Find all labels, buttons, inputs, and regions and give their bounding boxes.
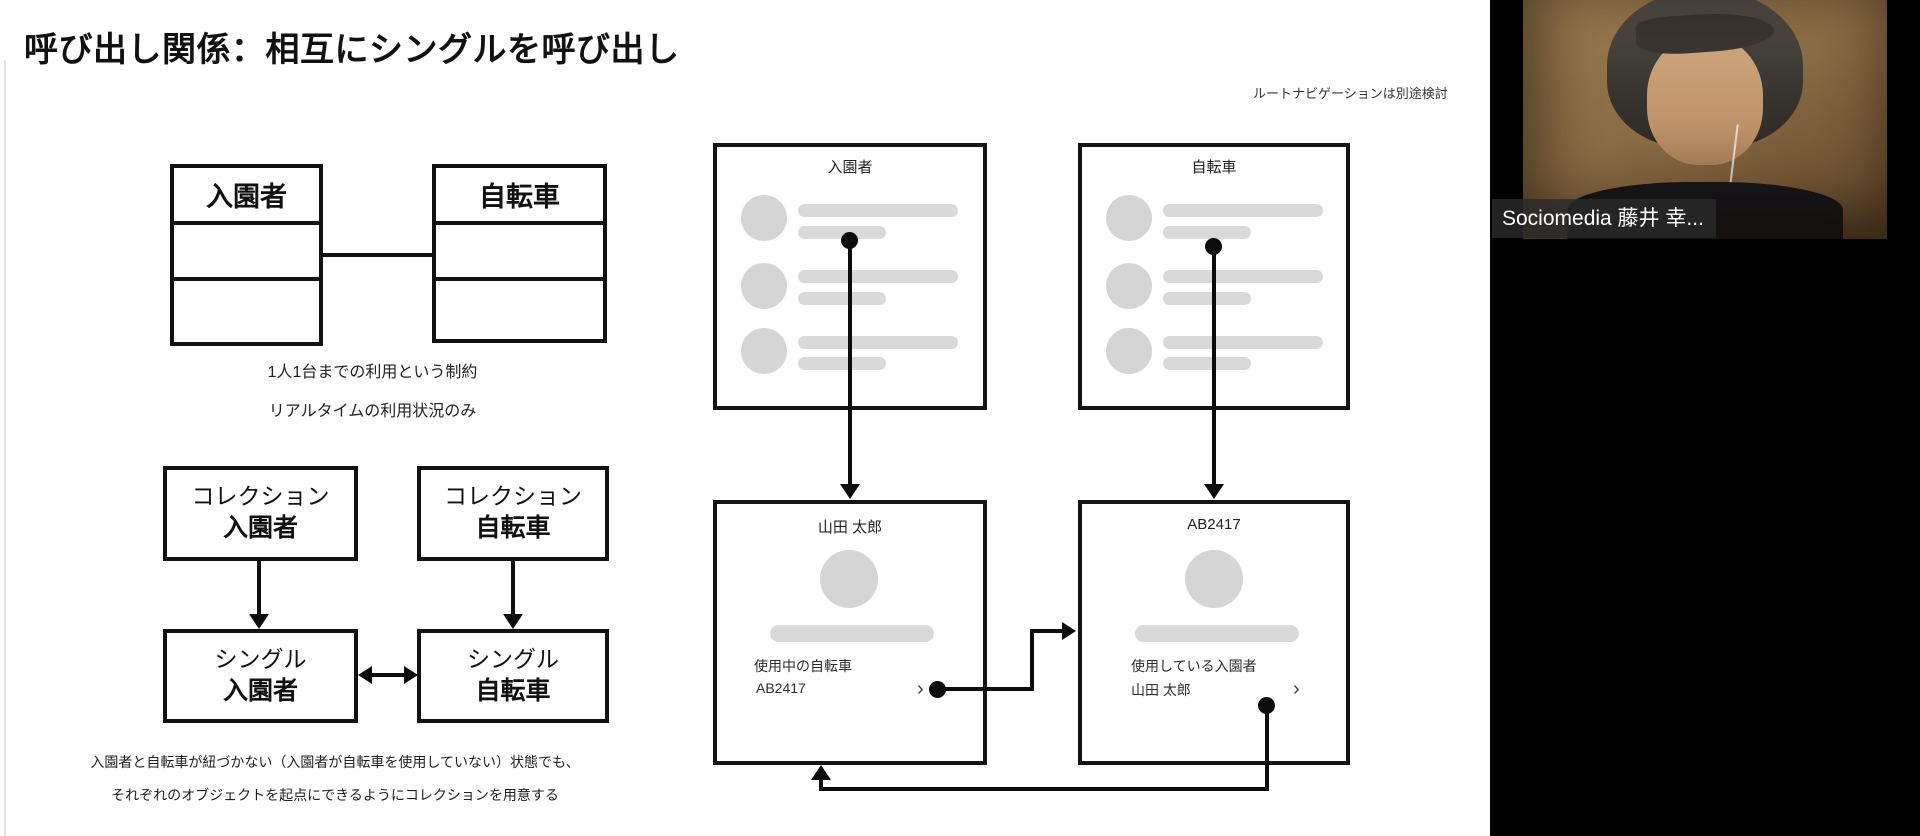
box-single-visitor: シングル 入園者 <box>163 629 358 723</box>
text-bar-placeholder <box>798 336 958 349</box>
field-value: AB2417 <box>756 680 806 696</box>
mockup-visitor-list-title: 入園者 <box>827 159 873 176</box>
chevron-right-icon: › <box>1293 678 1300 700</box>
entity-box-bike-title: 自転車 <box>436 168 603 225</box>
field-value: 山田 太郎 <box>1131 682 1191 698</box>
entity-box-bike: 自転車 <box>432 164 607 343</box>
text-bar-placeholder <box>798 292 886 305</box>
person-face <box>1646 35 1764 165</box>
mockup-visitor-detail: 山田 太郎 使用中の自転車 AB2417 › <box>713 500 987 765</box>
arrow-collection-visitor-line <box>257 561 261 616</box>
avatar-placeholder <box>741 195 787 241</box>
box-label-bold: 入園者 <box>222 676 298 705</box>
avatar-placeholder <box>741 328 787 374</box>
text-bar-placeholder <box>1163 270 1323 283</box>
text-bar-placeholder <box>770 625 934 642</box>
avatar-placeholder <box>1185 550 1243 608</box>
arrowhead-down-icon <box>840 484 860 499</box>
text-bar-placeholder <box>1163 292 1251 305</box>
shared-slide: 呼び出し関係：相互にシングルを呼び出し ルートナビゲーションは別途検討 入園者 … <box>4 31 1448 836</box>
flow-caption-2: それぞれのオブジェクトを起点にできるようにコレクションを用意する <box>111 787 559 803</box>
arrowhead-right-icon <box>1062 622 1076 640</box>
box-label: シングル <box>467 645 559 672</box>
field-label: 使用中の自転車 <box>754 658 852 674</box>
arrow-collection-bike-line <box>511 561 515 616</box>
box-label: コレクション <box>444 483 582 510</box>
connector-visitor-list-to-detail <box>848 240 852 486</box>
flow-caption-1: 入園者と自転車が紐づかない（入園者が自転車を使用していない）状態でも、 <box>90 754 580 770</box>
avatar-placeholder <box>741 263 787 309</box>
connector-bike-to-visitor-seg3 <box>819 779 823 789</box>
box-label-bold: 入園者 <box>222 514 298 543</box>
box-label-bold: 自転車 <box>475 676 551 705</box>
flow-captions: 入園者と自転車が紐づかない（入園者が自転車を使用していない）状態でも、 それぞれ… <box>10 752 660 818</box>
chevron-right-icon: › <box>917 678 924 700</box>
entity-caption-2: リアルタイムの利用状況のみ <box>268 403 477 420</box>
avatar-placeholder <box>820 550 878 608</box>
text-bar-placeholder <box>798 226 886 239</box>
slide-title: 呼び出し関係：相互にシングルを呼び出し <box>24 31 680 69</box>
mockup-bike-detail: AB2417 使用している入園者 山田 太郎 › <box>1078 500 1350 765</box>
avatar-placeholder <box>1106 263 1152 309</box>
text-bar-placeholder <box>798 357 886 370</box>
entity-captions: 1人1台までの利用という制約 リアルタイムの利用状況のみ <box>170 358 575 436</box>
entity-box-visitor: 入園者 <box>170 164 323 346</box>
box-label: シングル <box>214 645 307 672</box>
text-bar-placeholder <box>1163 357 1251 370</box>
arrowhead-left-icon <box>358 666 372 684</box>
box-label: コレクション <box>191 483 330 510</box>
arrowhead-down-icon <box>1204 484 1224 499</box>
entity-box-visitor-title: 入園者 <box>174 168 319 225</box>
person-hair-fringe <box>1634 9 1776 58</box>
mockup-bike-list-title: 自転車 <box>1191 159 1237 176</box>
webcam-panel: Sociomedia 藤井 幸... <box>1490 0 1920 836</box>
connector-bike-list-to-detail <box>1212 246 1216 486</box>
text-bar-placeholder <box>798 204 958 217</box>
connector-visitor-to-bike-seg1 <box>937 687 1034 691</box>
mockup-bike-detail-title: AB2417 <box>1187 516 1241 533</box>
entity-caption-1: 1人1台までの利用という制約 <box>267 364 478 381</box>
entity-relation-line <box>321 253 434 257</box>
text-bar-placeholder <box>798 270 958 283</box>
box-collection-visitor: コレクション 入園者 <box>163 466 358 561</box>
field-label: 使用している入園者 <box>1131 658 1257 674</box>
connector-visitor-to-bike-seg2 <box>1030 629 1034 691</box>
arrowhead-up-icon <box>811 765 831 780</box>
text-bar-placeholder <box>1163 226 1251 239</box>
connector-visitor-to-bike-seg3 <box>1030 629 1064 633</box>
connector-bike-to-visitor-seg1 <box>1265 705 1269 791</box>
text-bar-placeholder <box>1163 336 1323 349</box>
text-bar-placeholder <box>1163 204 1323 217</box>
arrowhead-right-icon <box>404 666 418 684</box>
avatar-placeholder <box>1106 328 1152 374</box>
box-label-bold: 自転車 <box>475 514 551 543</box>
person-hair <box>1606 0 1804 149</box>
slide-edge-line <box>4 60 6 836</box>
arrowhead-down-icon <box>249 614 269 629</box>
earphone-wire <box>1723 124 1740 234</box>
mockup-visitor-detail-title: 山田 太郎 <box>817 519 883 536</box>
entity-row-divider <box>436 225 603 281</box>
entity-row-divider <box>174 225 319 281</box>
participant-name-label: Sociomedia 藤井 幸... <box>1492 199 1716 238</box>
double-arrow-line <box>369 673 407 677</box>
text-bar-placeholder <box>1135 625 1299 642</box>
box-single-bike: シングル 自転車 <box>417 629 609 723</box>
avatar-placeholder <box>1106 195 1152 241</box>
arrowhead-down-icon <box>503 614 523 629</box>
box-collection-bike: コレクション 自転車 <box>417 466 609 561</box>
slide-note: ルートナビゲーションは別途検討 <box>1253 86 1448 101</box>
connector-bike-to-visitor-seg2 <box>819 787 1269 791</box>
